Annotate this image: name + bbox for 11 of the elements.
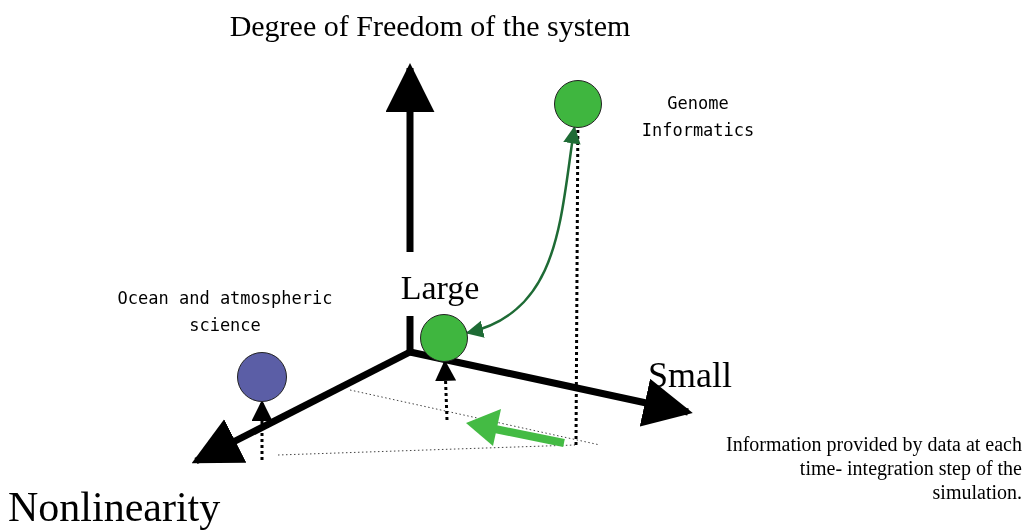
axis-label: Nonlinearity (8, 483, 222, 531)
circle-marker (554, 80, 602, 128)
axis-title: Degree of Freedom of the system (228, 8, 632, 44)
node-caption: Ocean and atmospheric science (116, 287, 334, 338)
circle-marker (237, 352, 287, 402)
axis-label: Large (399, 268, 481, 308)
axis-note: Information provided by data at each time- integration step of the simulation. (725, 432, 1022, 504)
circle-marker (420, 314, 468, 362)
axis-label: Small (647, 354, 733, 397)
node-caption: Genome Informatics (640, 92, 756, 143)
curved-arrow (465, 126, 581, 337)
